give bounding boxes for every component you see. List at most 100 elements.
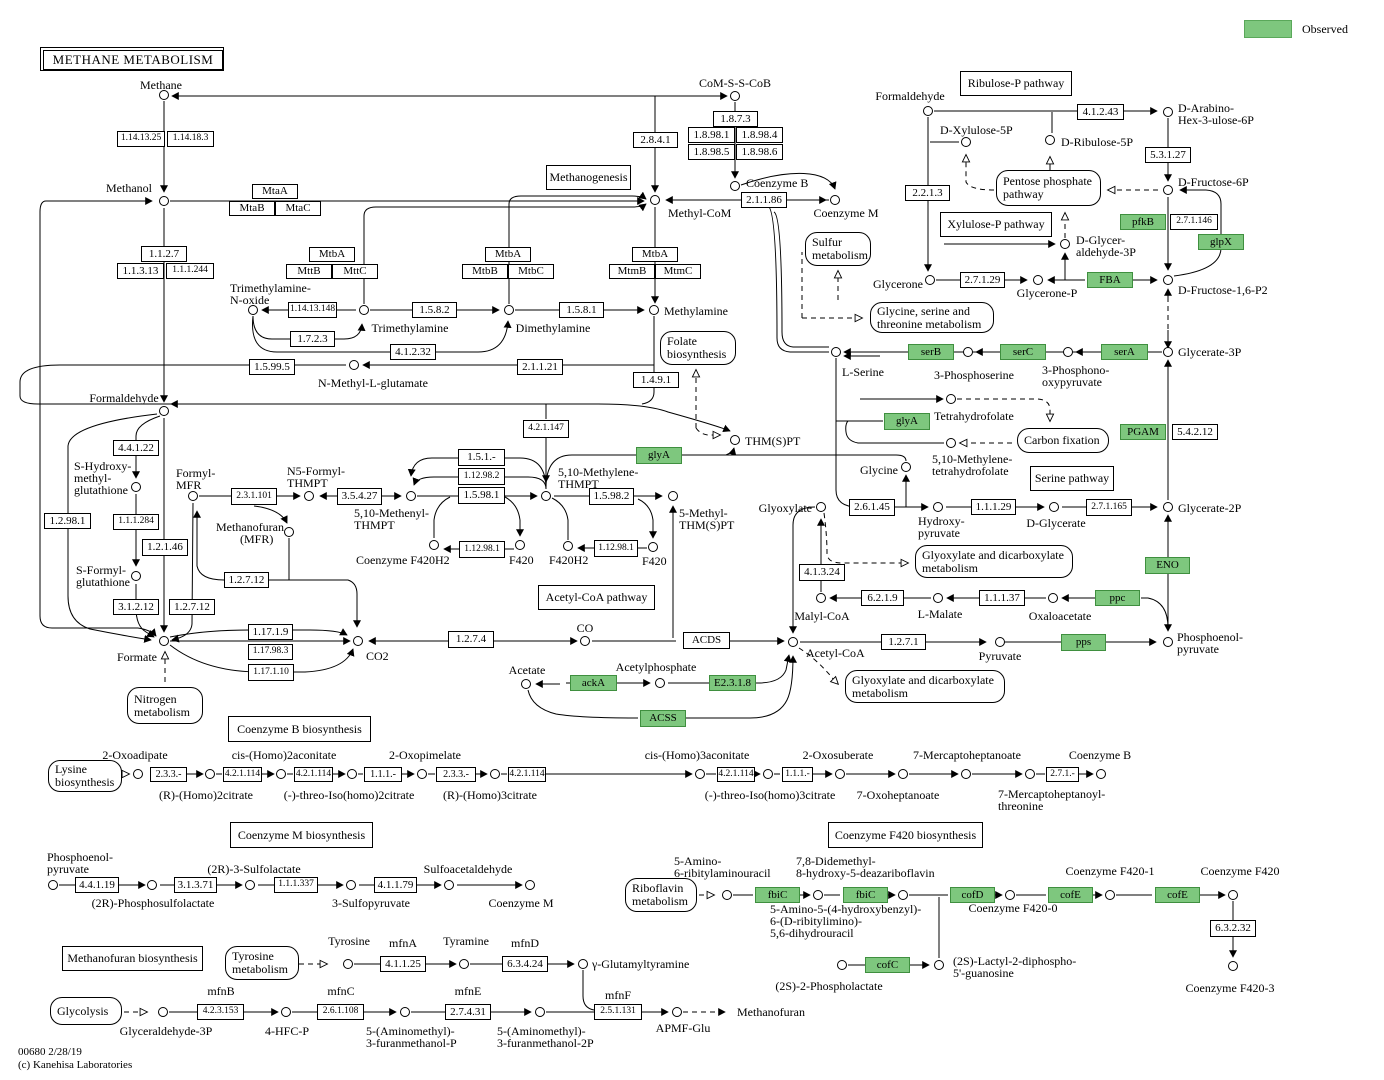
enzyme-box[interactable]: 1.5.8.1 bbox=[559, 302, 604, 318]
enzyme-box[interactable]: 4.2.1.147 bbox=[523, 420, 569, 438]
enzyme-box[interactable]: MtbA bbox=[485, 247, 531, 262]
enzyme-box[interactable]: 5.4.2.12 bbox=[1172, 424, 1218, 440]
compound-node[interactable] bbox=[1163, 347, 1173, 357]
compound-node[interactable] bbox=[1228, 961, 1238, 971]
enzyme-box[interactable]: 1.8.98.5 bbox=[688, 144, 735, 160]
compound-node[interactable] bbox=[444, 880, 454, 890]
enzyme-box[interactable]: 6.2.1.9 bbox=[861, 590, 904, 606]
compound-node[interactable] bbox=[580, 636, 590, 646]
enzyme-box[interactable]: 1.1.1.337 bbox=[274, 877, 318, 893]
compound-node[interactable] bbox=[158, 1007, 168, 1017]
compound-node[interactable] bbox=[963, 347, 973, 357]
gene-box-observed[interactable]: cofE bbox=[1155, 887, 1200, 903]
gene-box-observed[interactable]: serA bbox=[1101, 344, 1148, 360]
compound-node[interactable] bbox=[1163, 275, 1173, 285]
enzyme-box[interactable]: 2.1.1.86 bbox=[741, 192, 787, 208]
linked-pathway-box[interactable]: Nitrogen metabolism bbox=[127, 687, 203, 724]
enzyme-box[interactable]: MtaA bbox=[252, 184, 298, 199]
compound-node[interactable] bbox=[946, 438, 956, 448]
compound-node[interactable] bbox=[304, 491, 314, 501]
gene-box-observed[interactable]: E2.3.1.8 bbox=[709, 675, 756, 691]
enzyme-box[interactable]: 1.2.7.4 bbox=[448, 631, 494, 648]
enzyme-box[interactable]: 1.1.2.7 bbox=[141, 246, 187, 262]
enzyme-box[interactable]: 3.5.4.27 bbox=[337, 488, 382, 505]
compound-node[interactable] bbox=[347, 769, 357, 779]
compound-node[interactable] bbox=[578, 959, 588, 969]
compound-node[interactable] bbox=[730, 181, 740, 191]
gene-box-observed[interactable]: cofE bbox=[1048, 887, 1093, 903]
gene-box-observed[interactable]: serC bbox=[1000, 344, 1046, 360]
compound-node[interactable] bbox=[1096, 769, 1106, 779]
compound-node[interactable] bbox=[835, 769, 845, 779]
enzyme-box[interactable]: 4.2.3.153 bbox=[197, 1004, 244, 1020]
enzyme-box[interactable]: 1.1.1.29 bbox=[971, 499, 1016, 515]
enzyme-box[interactable]: 1.1.3.13 bbox=[117, 263, 164, 279]
linked-pathway-box[interactable]: Pentose phosphate pathway bbox=[996, 170, 1101, 206]
compound-node[interactable] bbox=[1005, 890, 1015, 900]
gene-box-observed[interactable]: FBA bbox=[1087, 272, 1133, 288]
linked-pathway-box[interactable]: Glyoxylate and dicarboxylate metabolism bbox=[845, 670, 1005, 703]
compound-node[interactable] bbox=[933, 593, 943, 603]
enzyme-box[interactable]: 1.2.7.12 bbox=[169, 599, 215, 615]
compound-node[interactable] bbox=[353, 636, 363, 646]
linked-pathway-box[interactable]: Glyoxylate and dicarboxylate metabolism bbox=[915, 545, 1073, 578]
enzyme-box[interactable]: 1.1.1.- bbox=[364, 767, 402, 782]
enzyme-box[interactable]: 2.6.1.45 bbox=[849, 499, 895, 516]
enzyme-box[interactable]: 2.7.1.146 bbox=[1170, 214, 1218, 230]
compound-node[interactable] bbox=[763, 769, 773, 779]
enzyme-box[interactable]: 4.1.1.79 bbox=[374, 877, 417, 893]
compound-node[interactable] bbox=[400, 1007, 410, 1017]
enzyme-box[interactable]: 1.4.9.1 bbox=[633, 372, 679, 388]
compound-node[interactable] bbox=[131, 482, 141, 492]
compound-node[interactable] bbox=[898, 769, 908, 779]
compound-node[interactable] bbox=[995, 637, 1005, 647]
gene-box-observed[interactable]: cofC bbox=[865, 957, 910, 973]
enzyme-box[interactable]: 1.14.18.3 bbox=[167, 131, 214, 147]
enzyme-box[interactable]: MttB bbox=[286, 264, 332, 279]
compound-node[interactable] bbox=[245, 880, 255, 890]
enzyme-box[interactable]: 1.8.7.3 bbox=[713, 111, 758, 127]
enzyme-box[interactable]: MtaC bbox=[275, 201, 321, 216]
compound-node[interactable] bbox=[276, 769, 286, 779]
compound-node[interactable] bbox=[1049, 502, 1059, 512]
compound-node[interactable] bbox=[788, 637, 798, 647]
enzyme-box[interactable]: 2.7.1.29 bbox=[960, 272, 1005, 288]
enzyme-box[interactable]: 2.3.1.101 bbox=[231, 488, 277, 505]
gene-box-observed[interactable]: glyA bbox=[884, 413, 930, 430]
gene-box-observed[interactable]: fbiC bbox=[755, 887, 800, 903]
enzyme-box[interactable]: 1.12.98.1 bbox=[594, 540, 638, 557]
compound-node[interactable] bbox=[346, 880, 356, 890]
enzyme-box[interactable]: 4.2.1.114 bbox=[717, 767, 755, 782]
enzyme-box[interactable]: 1.1.1.244 bbox=[166, 263, 214, 279]
linked-pathway-box[interactable]: Lysine biosynthesis bbox=[48, 760, 122, 792]
compound-node[interactable] bbox=[248, 305, 258, 315]
compound-node[interactable] bbox=[934, 960, 944, 970]
gene-box-observed[interactable]: ackA bbox=[570, 675, 617, 691]
enzyme-box[interactable]: 1.1.1.- bbox=[782, 767, 813, 782]
gene-box-observed[interactable]: pps bbox=[1061, 634, 1106, 651]
compound-node[interactable] bbox=[831, 347, 841, 357]
compound-node[interactable] bbox=[837, 960, 847, 970]
compound-node[interactable] bbox=[655, 678, 665, 688]
enzyme-box[interactable]: MtmC bbox=[655, 264, 701, 279]
gene-box-observed[interactable]: serB bbox=[908, 344, 954, 360]
enzyme-box[interactable]: 1.8.98.4 bbox=[736, 127, 783, 143]
gene-box-observed[interactable]: glpX bbox=[1198, 234, 1244, 250]
compound-node[interactable] bbox=[159, 196, 169, 206]
enzyme-box[interactable]: 2.5.1.131 bbox=[594, 1004, 642, 1020]
compound-node[interactable] bbox=[1063, 347, 1073, 357]
enzyme-box[interactable]: ACDS bbox=[683, 632, 730, 649]
enzyme-box[interactable]: 2.1.1.21 bbox=[517, 359, 563, 375]
compound-node[interactable] bbox=[816, 502, 826, 512]
compound-node[interactable] bbox=[541, 491, 551, 501]
compound-node[interactable] bbox=[1163, 637, 1173, 647]
enzyme-box[interactable]: 1.17.98.3 bbox=[248, 644, 293, 660]
enzyme-box[interactable]: MtbA bbox=[309, 247, 355, 262]
compound-node[interactable] bbox=[159, 406, 169, 416]
compound-node[interactable] bbox=[961, 137, 971, 147]
enzyme-box[interactable]: 1.5.98.2 bbox=[589, 488, 634, 505]
compound-node[interactable] bbox=[925, 275, 935, 285]
enzyme-box[interactable]: 1.2.1.46 bbox=[142, 539, 188, 556]
linked-pathway-box[interactable]: Sulfur metabolism bbox=[805, 232, 871, 266]
compound-node[interactable] bbox=[830, 195, 840, 205]
